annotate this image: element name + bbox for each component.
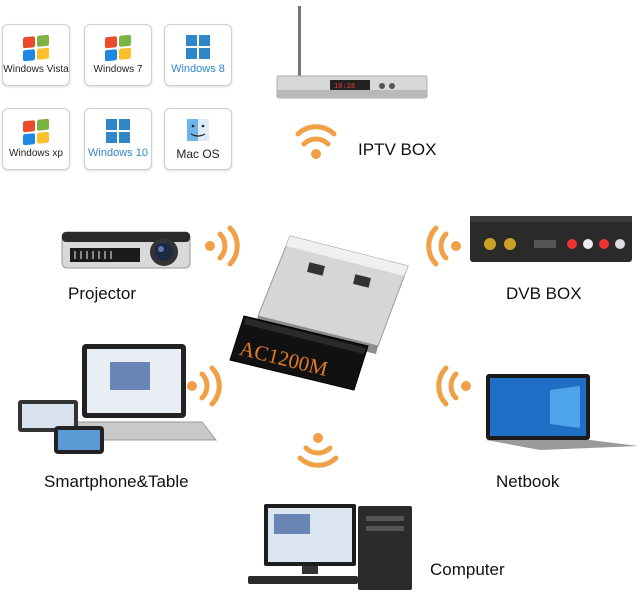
windows-flag-icon (23, 34, 49, 61)
wifi-signal-icon (436, 365, 471, 407)
os-label: Windows 10 (88, 147, 148, 159)
computer-image (248, 504, 412, 590)
smartphone-tablet-laptop-image (18, 344, 218, 454)
os-label: Mac OS (176, 147, 220, 161)
os-badge-mac-os: Mac OS (164, 108, 232, 170)
os-label: Windows Vista (3, 63, 69, 75)
dvb-box-label: DVB BOX (506, 284, 582, 303)
projector-image (61, 231, 191, 269)
projector-label: Projector (68, 284, 137, 303)
netbook-image (486, 374, 638, 450)
windows-metro-icon (106, 119, 130, 143)
wifi-signal-icon (187, 365, 222, 407)
wifi-signal-icon (205, 225, 240, 267)
svg-text:10:28: 10:28 (334, 82, 355, 90)
windows-flag-icon (105, 34, 131, 61)
netbook-label: Netbook (496, 472, 560, 491)
wifi-signal-icon (297, 433, 339, 468)
iptv-box-image: 10:28 (276, 6, 428, 99)
os-label: Windows xp (9, 147, 63, 159)
os-label: Windows 8 (171, 63, 225, 75)
windows-metro-icon (186, 35, 210, 59)
os-badge-windows-xp: Windows xp (2, 108, 70, 170)
usb-adapter-image (229, 235, 409, 391)
mac-face-icon (187, 119, 209, 141)
iptv-box-label: IPTV BOX (358, 140, 437, 159)
os-label: Windows 7 (93, 63, 143, 75)
os-badge-windows-vista: Windows Vista (2, 24, 70, 86)
os-badge-windows-10: Windows 10 (84, 108, 152, 170)
dvb-box-image (470, 216, 632, 262)
os-badge-windows-7: Windows 7 (84, 24, 152, 86)
smartphone-tablet-label: Smartphone&Table (44, 472, 189, 491)
wifi-signal-icon (295, 124, 337, 159)
windows-flag-icon (23, 118, 49, 145)
os-badge-windows-8: Windows 8 (164, 24, 232, 86)
computer-label: Computer (430, 560, 505, 579)
wifi-signal-icon (426, 225, 461, 267)
